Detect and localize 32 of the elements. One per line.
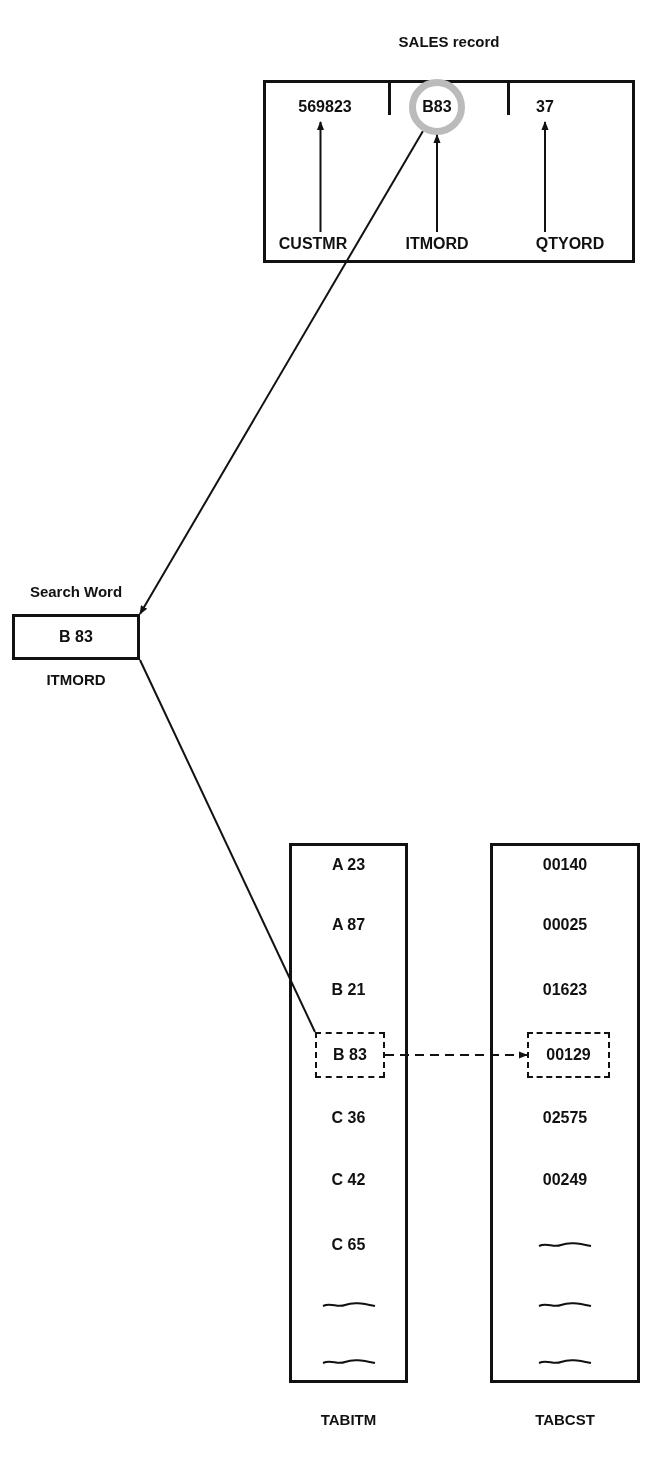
search-value: B 83 [59,628,93,646]
field-name: CUSTMR [270,232,356,256]
field-name: ITMORD [392,232,482,256]
table-entry: A 87 [330,915,367,935]
arrow [433,134,441,233]
table-entry: 01623 [541,980,589,1000]
field-value: B83 [422,98,452,116]
box-heading: Search Word [29,583,123,600]
match-box: 00129 [527,1032,610,1078]
highlight-ring [409,79,465,135]
arrow [541,121,549,233]
arrow [139,130,424,615]
table-entry: 00140 [541,855,589,875]
column-caption: TABCST [535,1411,595,1428]
table-entry: 00249 [541,1170,589,1190]
table-entry: C 42 [330,1170,367,1190]
table-entry: 00025 [541,915,589,935]
box-caption: ITMORD [46,671,106,688]
record-title: SALES record [398,33,500,50]
match-box: B 83 [315,1032,385,1078]
table-entry: C 36 [330,1108,367,1128]
field-value: 37 [520,92,570,122]
field-value: 569823 [285,92,365,122]
column-caption: TABITM [320,1411,377,1428]
table-entry: A 23 [330,855,367,875]
dashed-arrow [384,1051,528,1059]
arrow [316,121,325,233]
field-name: QTYORD [520,232,620,256]
connector-line [139,659,316,1033]
table-entry: 02575 [541,1108,589,1128]
table-entry: B 21 [330,980,367,1000]
table-entry: C 65 [330,1235,367,1255]
